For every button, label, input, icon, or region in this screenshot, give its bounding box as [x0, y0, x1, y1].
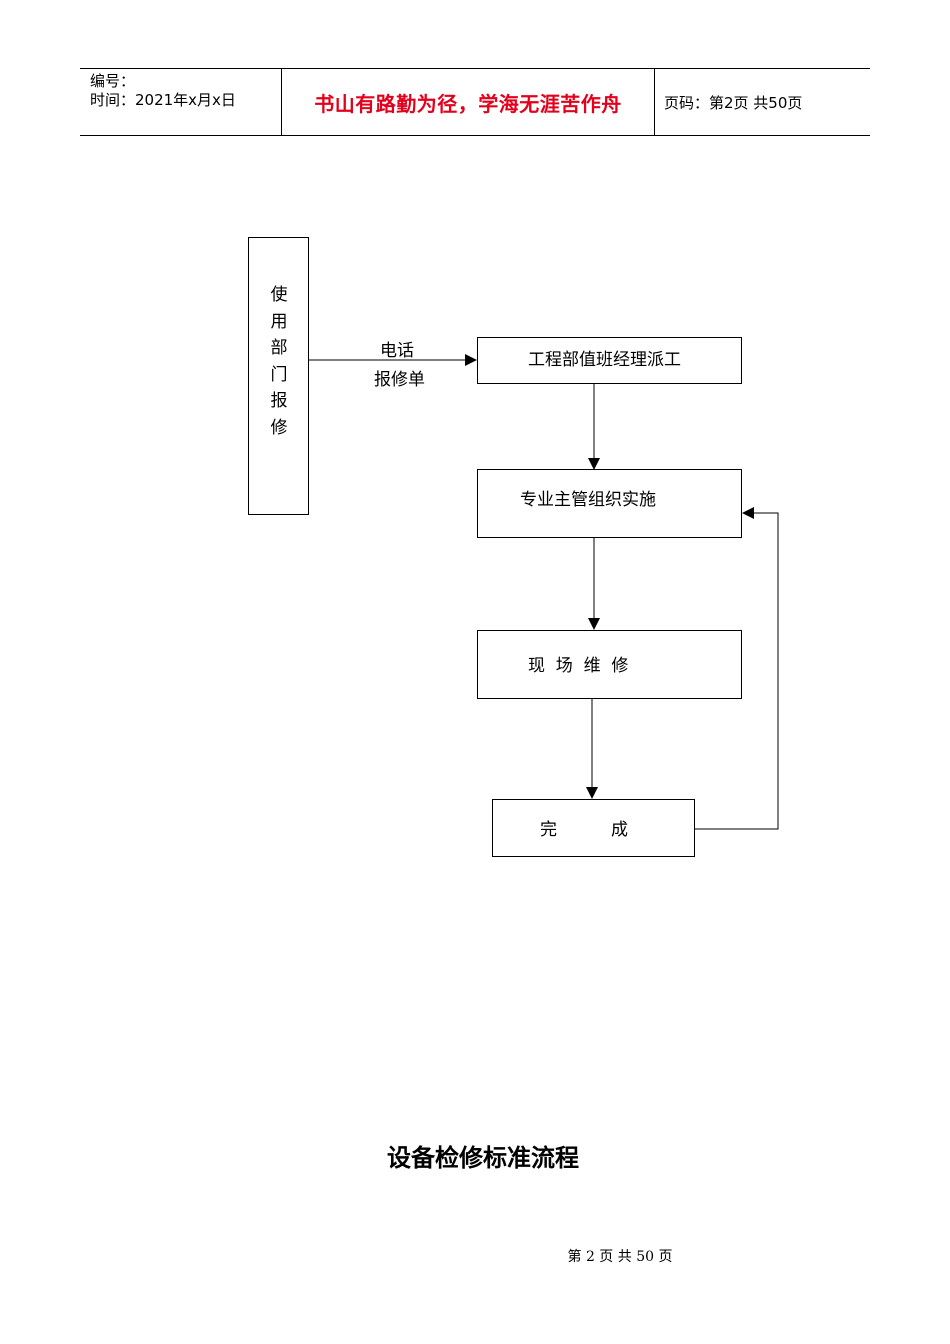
source-char: 部	[270, 338, 288, 358]
header-number-label: 编号：	[90, 72, 136, 90]
step4-label: 完 成	[540, 820, 629, 840]
header-motto: 书山有路勤为径，学海无涯苦作舟	[314, 91, 622, 116]
header-top-border	[80, 68, 870, 69]
page-title: 设备检修标准流程	[387, 1144, 579, 1172]
header-page-info: 页码：第2页 共50页	[664, 94, 803, 112]
step2-label: 专业主管组织实施	[520, 490, 656, 510]
source-char: 报	[270, 391, 288, 411]
arrow-step4-loop-to-step2	[695, 507, 779, 830]
page-footer: 第 2 页 共 50 页	[567, 1249, 673, 1265]
step1-label: 工程部值班经理派工	[528, 350, 681, 370]
step2-box	[477, 469, 742, 538]
source-char: 修	[270, 417, 288, 438]
step3-box	[477, 630, 742, 699]
source-char: 门	[270, 364, 288, 385]
step1-box	[477, 337, 742, 384]
step4-box	[492, 799, 695, 857]
source-label: 使用部门报修	[249, 282, 309, 441]
source-char: 用	[270, 311, 288, 332]
header-divider-right	[654, 68, 655, 136]
source-char: 使	[270, 285, 288, 305]
edge-label-phone: 电话	[380, 341, 414, 361]
step3-label: 现 场 维 修	[528, 656, 629, 676]
edge-label-repair-form: 报修单	[374, 370, 425, 390]
source-box	[248, 237, 309, 515]
header-bottom-border	[80, 135, 870, 136]
header-time-label: 时间：2021年x月x日	[90, 91, 236, 109]
header-divider-left	[281, 68, 282, 136]
